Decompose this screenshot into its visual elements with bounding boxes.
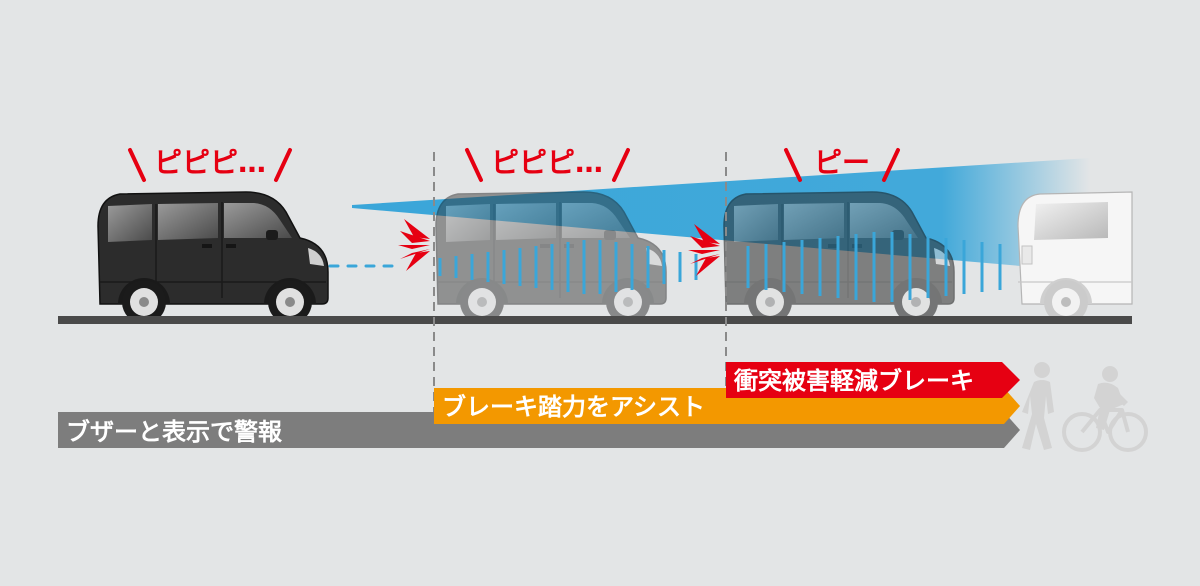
alert-burst-icon (398, 219, 430, 271)
vehicle-ahead-icon (1017, 191, 1133, 325)
collision-mitigation-bar (726, 362, 1020, 398)
brake-assist-bar-label: ブレーキ踏力をアシスト (442, 393, 705, 421)
radar-waves-stage2 (438, 240, 698, 294)
collision-mitigation-bar-label: 衝突被害軽減ブレーキ (733, 367, 974, 395)
sound-label-stage1: ピピピ… (154, 146, 266, 179)
sound-label-stage2: ピピピ… (491, 146, 603, 179)
cyclist-icon (1062, 366, 1148, 452)
road (58, 316, 1132, 324)
vehicle-stage1-icon (97, 191, 329, 325)
pedestrian-icon (1022, 362, 1054, 450)
radar-waves-stage3 (746, 232, 1002, 302)
warning-bar-label: ブザーと表示で警報 (66, 418, 283, 446)
sound-label-stage3: ピー (814, 146, 870, 179)
sound-marks (128, 148, 900, 182)
